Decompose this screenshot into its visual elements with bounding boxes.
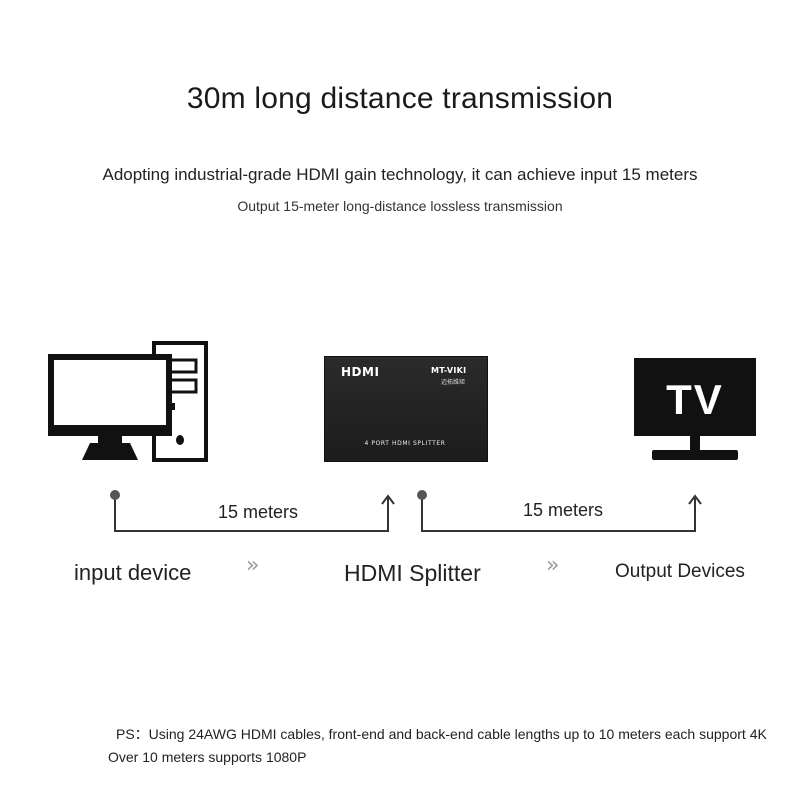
splitter-model-label: 4 PORT HDMI SPLITTER xyxy=(364,440,446,447)
double-chevron-right-icon: » xyxy=(546,553,560,578)
link-distance-2: 15 meters xyxy=(523,500,604,520)
footnote-line-1: PS：Using 24AWG HDMI cables, front-end an… xyxy=(116,726,767,742)
link-start-dot-2 xyxy=(417,490,427,500)
link-start-dot-1 xyxy=(110,490,120,500)
double-chevron-right-icon: » xyxy=(246,553,260,578)
page-title: 30m long distance transmission xyxy=(186,82,614,115)
link-line-2 xyxy=(421,495,696,532)
hdmi-logo: HDMI xyxy=(341,365,380,379)
brand-cn-logo: 迈拓维矩 xyxy=(441,379,466,386)
computer-icon xyxy=(48,341,208,462)
link-distance-1: 15 meters xyxy=(218,502,299,522)
hdmi-splitter-label: HDMI Splitter xyxy=(344,560,481,586)
link-line-1 xyxy=(114,495,389,532)
arrow-up-icon xyxy=(688,494,702,505)
footnote-line-2: Over 10 meters supports 1080P xyxy=(108,749,307,765)
brand-logo: MT-VIKI xyxy=(431,366,467,375)
connection-lines xyxy=(110,490,702,532)
output-devices-label: Output Devices xyxy=(615,561,745,582)
tv-icon: TV xyxy=(634,358,756,460)
subtitle-line-1: Adopting industrial-grade HDMI gain tech… xyxy=(102,165,698,184)
hdmi-splitter-device: HDMI MT-VIKI 迈拓维矩 4 PORT HDMI SPLITTER xyxy=(324,356,488,462)
subtitle-line-2: Output 15-meter long-distance lossless t… xyxy=(237,198,563,214)
input-device-label: input device xyxy=(74,560,192,585)
tv-label: TV xyxy=(666,376,724,423)
arrow-up-icon xyxy=(381,494,395,505)
